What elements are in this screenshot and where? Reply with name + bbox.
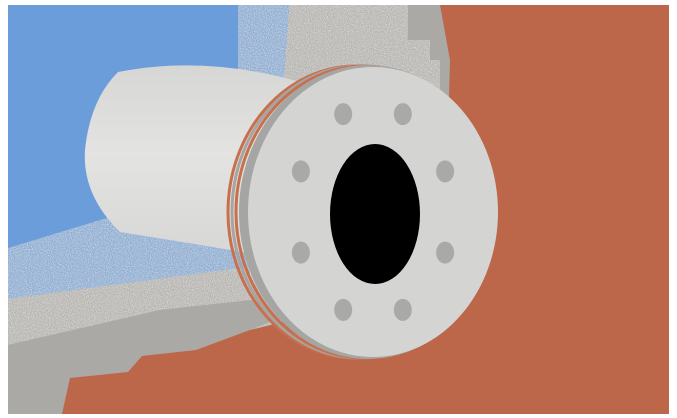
bolt-icon [394, 103, 412, 125]
bolt-icon [394, 299, 412, 321]
pipe-bore-icon [330, 144, 420, 284]
bolt-icon [436, 160, 454, 182]
bolt-icon [334, 103, 352, 125]
bolt-icon [292, 242, 310, 264]
bolt-icon [334, 299, 352, 321]
bolt-icon [436, 242, 454, 264]
bolt-icon [292, 160, 310, 182]
